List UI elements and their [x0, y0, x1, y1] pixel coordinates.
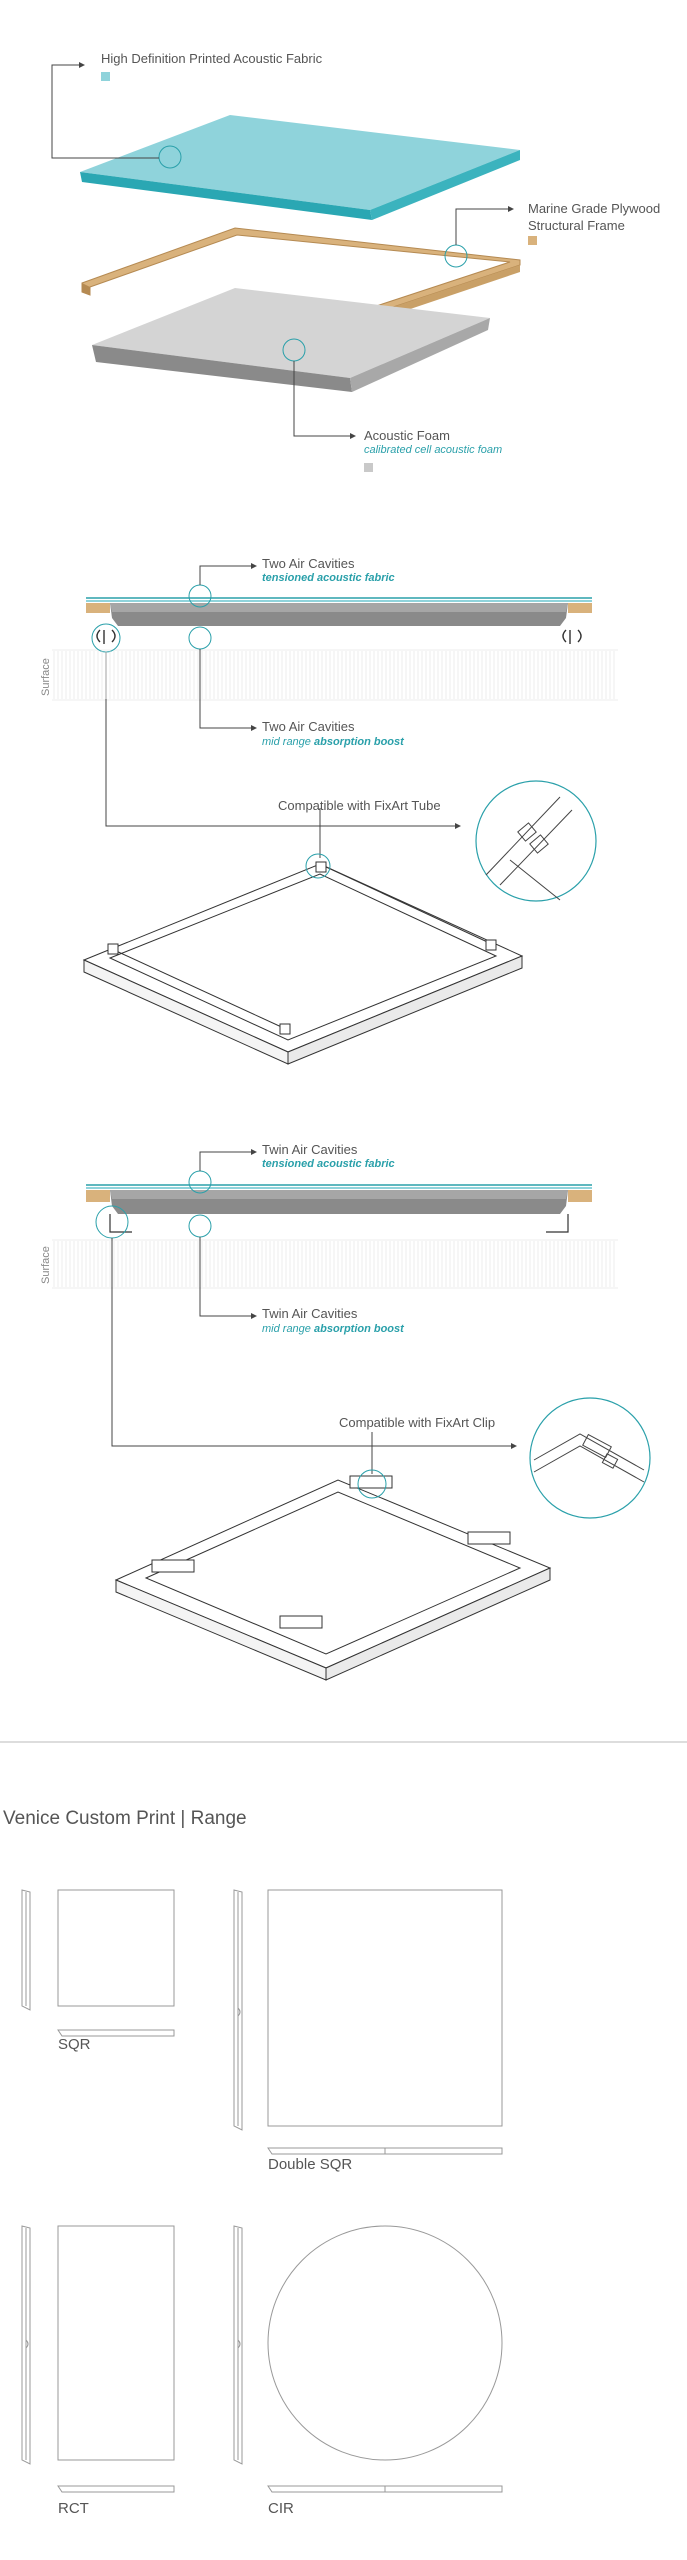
clip-top-label: Twin Air Cavities [262, 1142, 358, 1157]
fabric-label: High Definition Printed Acoustic Fabric [101, 51, 323, 66]
range-double-sqr-drawing [233, 1889, 503, 2155]
tube-compat-label: Compatible with FixArt Tube [278, 798, 441, 813]
clip-top-sub: tensioned acoustic fabric [262, 1158, 395, 1170]
range-label-cir: CIR [268, 2500, 294, 2517]
foam-sub: calibrated cell acoustic foam [364, 444, 503, 456]
clip-bottom-sub: mid range absorption boost [262, 1323, 404, 1335]
section-tube [52, 563, 618, 1065]
range-label-rct: RCT [58, 2500, 89, 2517]
section-clip [52, 1149, 651, 1681]
range-rct-drawing [21, 2225, 175, 2493]
fabric-swatch [101, 72, 110, 81]
foam-layer [92, 288, 490, 392]
range-cir-drawing [233, 2225, 503, 2493]
fabric-layer [80, 115, 520, 220]
range-sqr-drawing [21, 1889, 175, 2037]
clip-surface-label: Surface [40, 1246, 52, 1284]
iso-panel-clip [114, 1475, 552, 1681]
fabric-callout [51, 62, 182, 169]
tube-bottom-label: Two Air Cavities [262, 719, 355, 734]
surface-hatch-tube [52, 649, 618, 701]
frame-callout [444, 206, 537, 268]
tube-top-sub: tensioned acoustic fabric [262, 572, 395, 584]
range-label-double-sqr: Double SQR [268, 2156, 353, 2173]
foam-callout [282, 338, 373, 472]
range-label-sqr: SQR [58, 2036, 91, 2053]
tube-surface-label: Surface [40, 658, 52, 696]
foam-label: Acoustic Foam [364, 428, 450, 443]
frame-label-line1: Marine Grade Plywood [528, 201, 661, 216]
tube-bottom-sub: mid range absorption boost [262, 736, 404, 748]
frame-label-line2: Structural Frame [528, 218, 625, 233]
tube-top-label: Two Air Cavities [262, 556, 355, 571]
exploded-view [51, 62, 537, 472]
foam-swatch [364, 463, 373, 472]
range-title: Venice Custom Print | Range [3, 1808, 247, 1829]
iso-panel-tube [82, 861, 524, 1065]
range-drawings [21, 1889, 503, 2493]
clip-bottom-label: Twin Air Cavities [262, 1306, 358, 1321]
clip-compat-label: Compatible with FixArt Clip [339, 1415, 496, 1430]
frame-swatch [528, 236, 537, 245]
